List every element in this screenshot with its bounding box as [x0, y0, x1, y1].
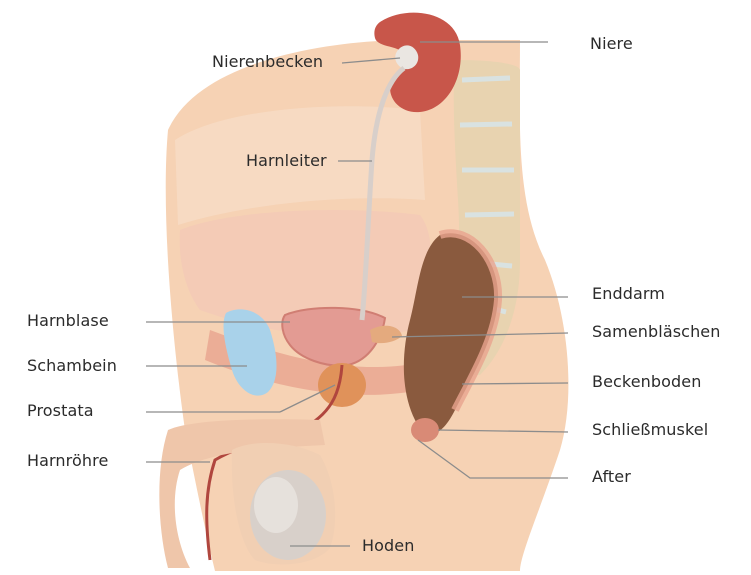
- label-after: After: [592, 467, 631, 486]
- testis-highlight: [254, 477, 298, 533]
- label-schliessmuskel: Schließmuskel: [592, 420, 708, 439]
- sphincter: [411, 418, 439, 442]
- label-beckenboden: Beckenboden: [592, 372, 701, 391]
- label-harnroehre: Harnröhre: [27, 451, 108, 470]
- label-harnblase: Harnblase: [27, 311, 109, 330]
- label-prostata: Prostata: [27, 401, 94, 420]
- label-nierenbecken: Nierenbecken: [212, 52, 323, 71]
- label-harnleiter: Harnleiter: [246, 151, 327, 170]
- label-enddarm: Enddarm: [592, 284, 665, 303]
- label-samenblaeschen: Samenbläschen: [592, 322, 721, 341]
- label-schambein: Schambein: [27, 356, 117, 375]
- label-hoden: Hoden: [362, 536, 414, 555]
- label-niere: Niere: [590, 34, 633, 53]
